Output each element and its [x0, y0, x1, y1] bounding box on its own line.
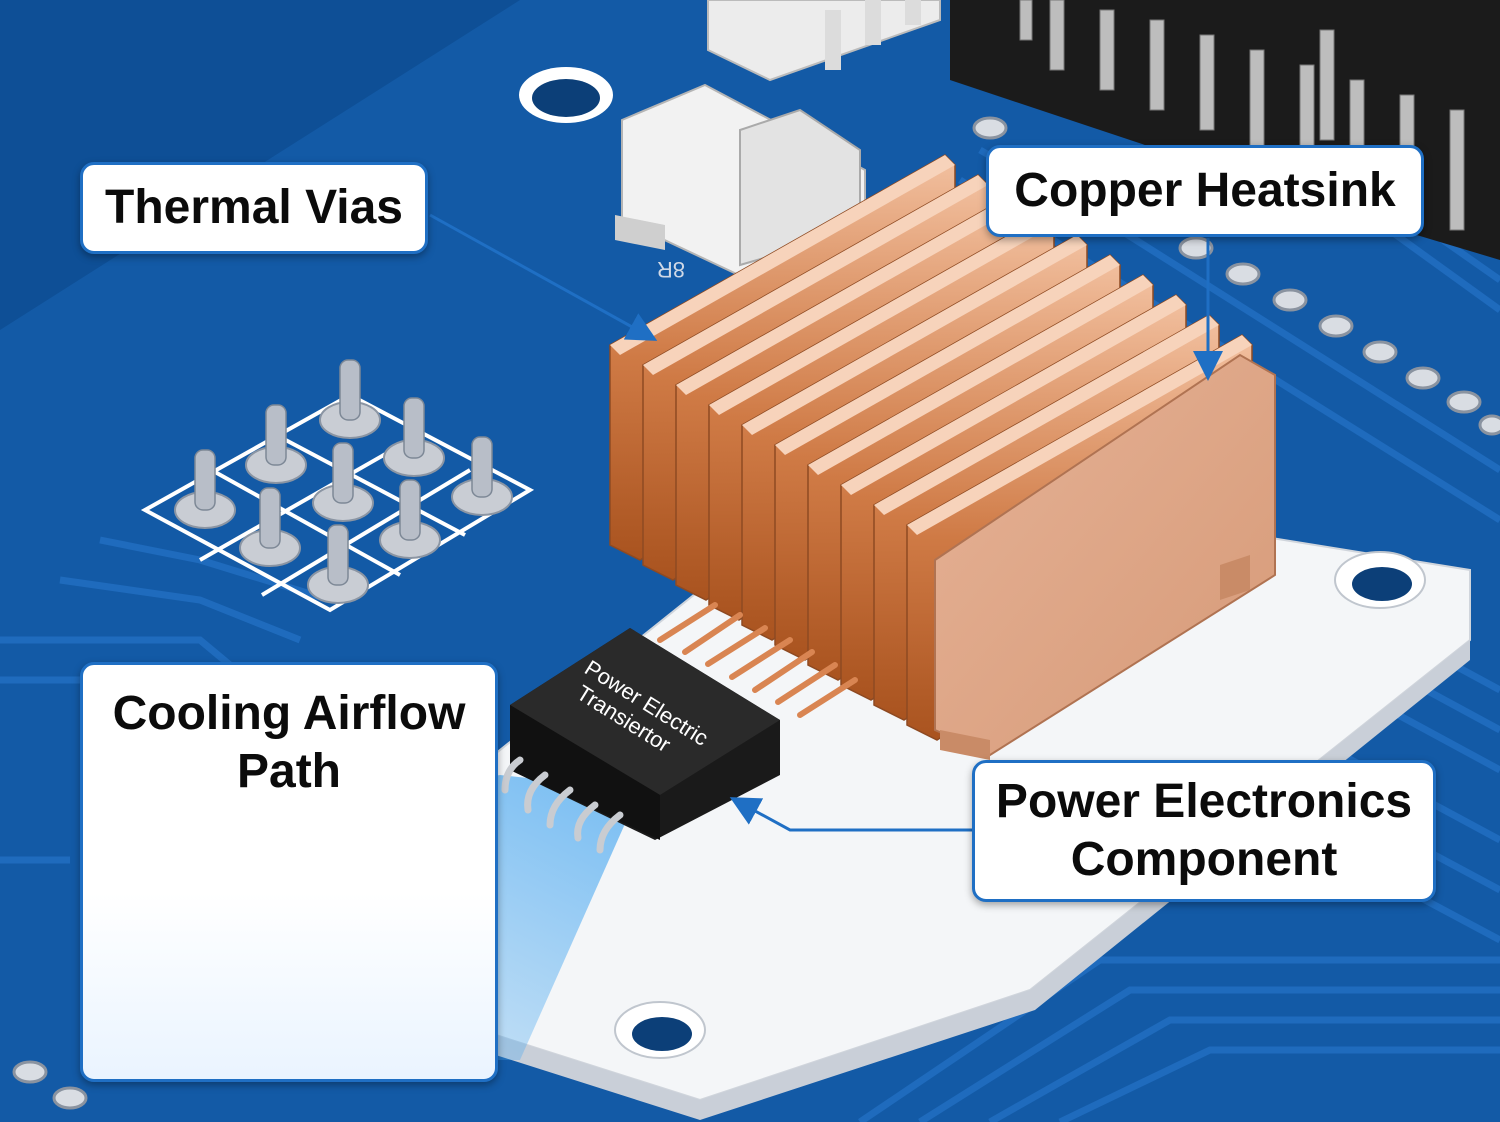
leader-lines [429, 213, 1223, 832]
heatsink-fin-edge [709, 215, 1054, 415]
heatsink-fin-edge [643, 175, 988, 375]
label-power-electronics: Power Electronics Component [972, 760, 1436, 902]
chip-leads [657, 602, 858, 718]
label-cooling-airflow-line1: Cooling Airflow [112, 687, 466, 740]
heatsink-fin-edge [610, 155, 955, 355]
label-copper-heatsink: Copper Heatsink [986, 145, 1424, 237]
label-cooling-airflow-line2: Path [236, 744, 341, 798]
connector-top [707, 0, 941, 82]
heatsink-fin-edge [907, 335, 1252, 535]
label-power-electronics-line2: Component [1070, 833, 1338, 886]
heatsink-fin-edge [808, 275, 1153, 475]
heatsink-fin-edge [874, 315, 1219, 515]
heatsink-front-plate [934, 353, 1276, 760]
heatsink-fin-edge [775, 255, 1120, 455]
power-transistor-chip: Power Electric Transiertor [501, 628, 780, 854]
chip-pins-left [501, 756, 624, 854]
silkscreen-label: 8R [657, 257, 685, 282]
label-cooling-airflow: Cooling Airflow Path [80, 662, 498, 1082]
label-thermal-vias-text: Thermal Vias [105, 181, 403, 235]
heatsink-fin-edge [742, 235, 1087, 435]
pad-row [12, 116, 1500, 1110]
label-copper-heatsink-text: Copper Heatsink [1014, 164, 1396, 218]
label-power-electronics-line1: Power Electronics [995, 775, 1413, 829]
heatsink-fin-edge [841, 295, 1186, 495]
label-thermal-vias: Thermal Vias [80, 162, 428, 254]
heatsink-fin-edge [676, 195, 1021, 395]
thermal-via-grid [140, 359, 535, 613]
